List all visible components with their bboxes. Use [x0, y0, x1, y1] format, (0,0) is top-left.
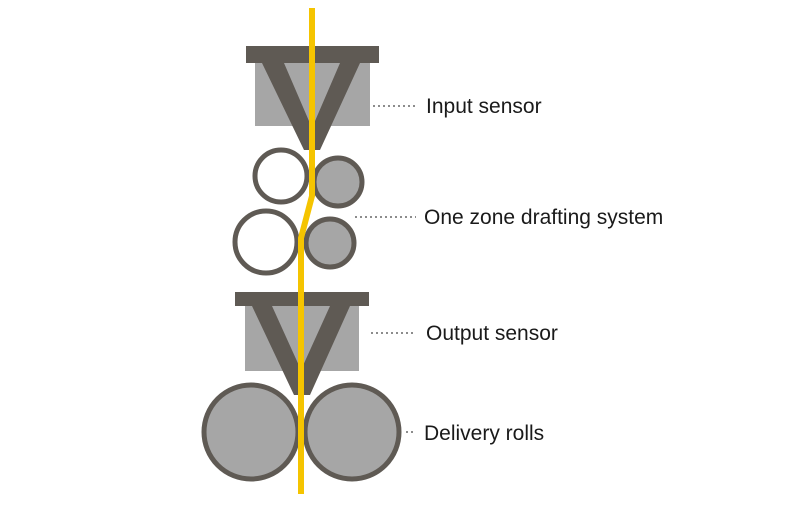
- drafting-bottom-left-roll: [232, 208, 300, 276]
- input-sensor-label: Input sensor: [426, 95, 542, 118]
- leader-lines: [355, 105, 416, 433]
- drafting-system-label: One zone drafting system: [424, 206, 663, 229]
- delivery-rolls-label: Delivery rolls: [424, 422, 544, 445]
- drafting-top-right-roll: [311, 155, 365, 209]
- delivery-left-roll: [201, 382, 301, 482]
- fiber-sliver-line: [298, 8, 315, 494]
- input-sensor-v-guide-icon: [262, 63, 360, 150]
- drafting-top-left-roll: [252, 147, 310, 205]
- delivery-right-roll: [302, 382, 402, 482]
- output-sensor-label: Output sensor: [426, 322, 558, 345]
- delivery-rolls: [201, 382, 402, 482]
- output-sensor-v-guide-icon: [252, 306, 350, 395]
- drafting-bottom-right-roll: [303, 216, 357, 270]
